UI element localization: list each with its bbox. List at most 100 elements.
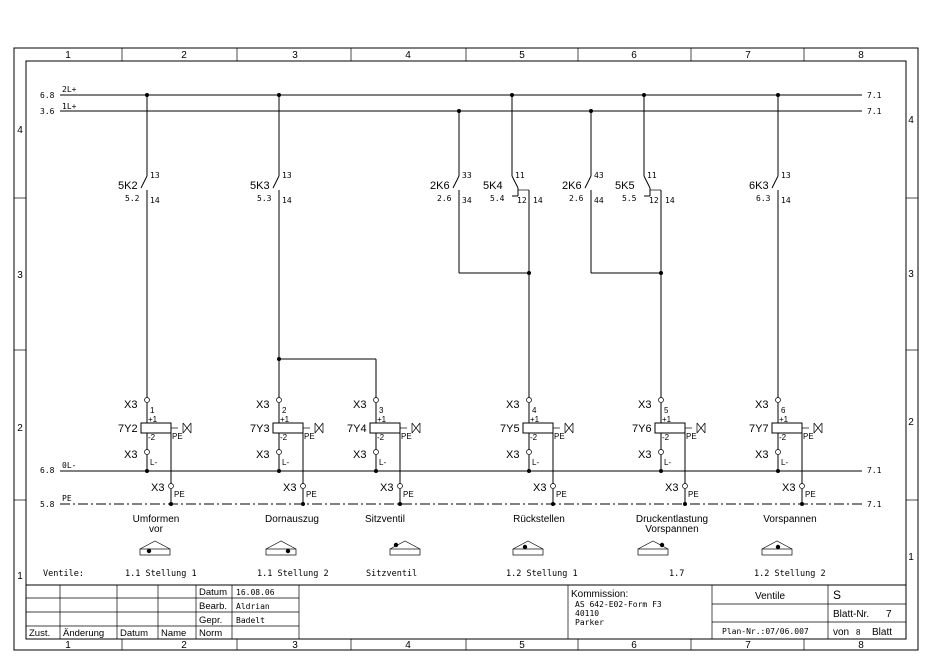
col-label: 5: [519, 640, 525, 651]
valve-7y6: [654, 397, 706, 506]
row-label: 2: [17, 423, 23, 434]
row-labels: 4 3 2 1 4 3 2 1: [17, 115, 914, 582]
col-label: 2: [181, 50, 187, 61]
col-label: 6: [631, 640, 637, 651]
col-label: 6: [631, 50, 637, 61]
col-label: 3: [292, 640, 298, 651]
terminal-label: X3: [782, 482, 795, 494]
contact-pin: 34: [462, 196, 472, 205]
contact-pin: 14: [150, 196, 160, 205]
contact-ref: 6.3: [756, 194, 771, 203]
col-label: 3: [292, 50, 298, 61]
col-label: 7: [745, 50, 751, 61]
rail-name: PE: [62, 494, 72, 503]
function-label: Sitzventil: [365, 514, 405, 525]
terminal-pe: PE: [403, 490, 414, 499]
terminal-pe: PE: [556, 490, 567, 499]
row-label: 4: [17, 125, 23, 136]
valve-position-icon: [389, 540, 421, 556]
coil-minus: -2: [377, 433, 385, 442]
von-label: von: [833, 627, 849, 638]
function-label: Umformen: [133, 514, 180, 525]
terminal-label: X3: [506, 449, 519, 461]
contact-ref: 2.6: [569, 194, 584, 203]
column-labels-top: 1 2 3 4 5 6 7 8: [65, 50, 864, 61]
row-label: 2: [908, 417, 914, 428]
terminal-pin: 2: [282, 406, 287, 415]
datum-label: Datum: [199, 587, 227, 598]
rail-out: 7.1: [867, 91, 882, 100]
row-label: 1: [908, 552, 914, 563]
contact-name: 6K3: [749, 180, 769, 192]
row-label: 1: [17, 571, 23, 582]
ventile-label: Ventile:: [43, 569, 84, 579]
coil-lminus: L-: [379, 458, 386, 467]
coil-name: 7Y7: [749, 423, 769, 435]
contact-name: 2K6: [562, 180, 582, 192]
col-label: 5: [519, 50, 525, 61]
contact-pin: 11: [647, 171, 657, 180]
col-label: 1: [65, 50, 71, 61]
terminal-label: X3: [638, 399, 651, 411]
zust-header: Zust.: [29, 628, 50, 639]
terminal-pe: PE: [688, 490, 699, 499]
von-value: 8: [856, 628, 861, 637]
rail-ref: 6.8: [40, 466, 55, 475]
rail-name: 2L+: [62, 85, 77, 94]
function-label: vor: [149, 524, 164, 535]
title-block: Datum 16.08.06 Bearb. Aldrian Gepr. Bade…: [26, 584, 906, 639]
row-label: 3: [17, 270, 23, 281]
ventile-row: Ventile: 1.1 Stellung 1 1.1 Stellung 2 S…: [43, 569, 826, 579]
terminal-label: X3: [665, 482, 678, 494]
valve-position-icon: [265, 540, 297, 556]
coil-plus: +1: [530, 415, 540, 424]
terminal-pe: PE: [174, 490, 185, 499]
coil-pe: PE: [401, 432, 412, 441]
coil-plus: +1: [148, 415, 158, 424]
contact-name: 5K4: [483, 180, 503, 192]
function-label: Druckentlastung: [636, 514, 708, 525]
kommission-label: Kommission:: [571, 589, 628, 600]
coil-pe: PE: [304, 432, 315, 441]
coil-pe: PE: [554, 432, 565, 441]
name-header: Name: [161, 628, 186, 639]
terminal-label: X3: [533, 482, 546, 494]
contact-ref: 2.6: [437, 194, 452, 203]
coil-minus: -2: [148, 433, 156, 442]
coil-plus: +1: [377, 415, 387, 424]
datum-header: Datum: [120, 628, 148, 639]
coil-pe: PE: [686, 432, 697, 441]
contact-pin: 13: [150, 171, 160, 180]
aenderung-header: Änderung: [63, 628, 104, 639]
contact-pin: 13: [781, 171, 791, 180]
circuit-wires: [140, 93, 780, 398]
contact-name: 5K2: [118, 180, 138, 192]
terminal-pin: 1: [150, 406, 155, 415]
terminal-label: X3: [353, 399, 366, 411]
terminal-label: X3: [256, 449, 269, 461]
contact-pin: 11: [515, 171, 525, 180]
rails: 6.8 2L+ 7.1 3.6 1L+ 7.1 6.8 0L- 7.1 5.8 …: [40, 85, 882, 509]
col-label: 4: [405, 50, 411, 61]
rail-name: 1L+: [62, 102, 77, 111]
kommission-line: AS 642-E02-Form F3: [575, 600, 662, 609]
contact-pin: 14: [533, 196, 543, 205]
valve-assemblies: [140, 397, 823, 506]
coil-name: 7Y5: [500, 423, 520, 435]
terminal-pe: PE: [805, 490, 816, 499]
coil-minus: -2: [280, 433, 288, 442]
terminal-label: X3: [256, 399, 269, 411]
terminal-pin: 3: [379, 406, 384, 415]
column-labels-bottom: 1 2 3 4 5 6 7 8: [65, 640, 864, 651]
col-label: 4: [405, 640, 411, 651]
terminal-label: X3: [638, 449, 651, 461]
kommission-line: Parker: [575, 618, 604, 627]
position-symbols: [139, 540, 793, 556]
contact-pin: 44: [594, 196, 604, 205]
function-label: Vorspannen: [645, 524, 698, 535]
col-label: 2: [181, 640, 187, 651]
function-labels: Umformen vor Dornauszug Sitzventil Rücks…: [133, 514, 817, 535]
valve-position-icon: [761, 540, 793, 556]
coil-pe: PE: [803, 432, 814, 441]
terminal-label: X3: [755, 449, 768, 461]
